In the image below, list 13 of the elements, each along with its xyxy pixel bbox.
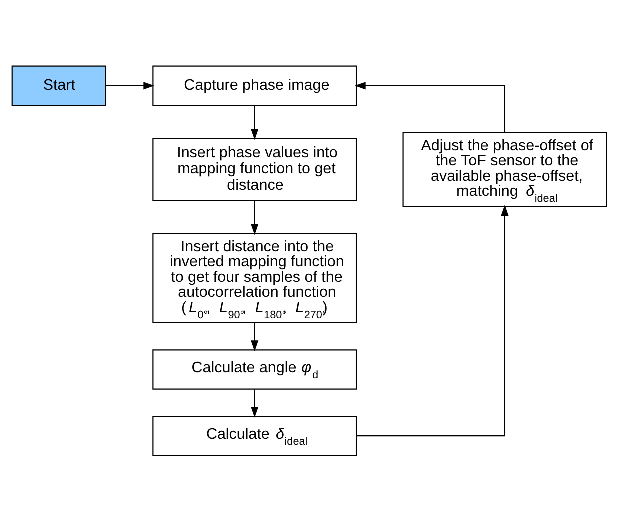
arrow	[354, 82, 506, 132]
node-box: Insert phase values into mapping function to get distance	[152, 138, 358, 202]
node-box: Adjust the phase-offset of the ToF sensor to the available phase-offset, matching δ$_{ideal}$	[402, 132, 608, 208]
arrow	[251, 200, 259, 236]
arrow	[356, 205, 509, 437]
node-box: Calculate angle φ$_{d}$	[152, 350, 358, 390]
arrow	[251, 323, 259, 352]
node-box: Capture phase image	[152, 66, 358, 106]
node-box: Calculate δ$_{ideal}$	[152, 416, 358, 456]
arrow	[106, 82, 155, 90]
arrow	[251, 390, 259, 418]
arrow	[251, 106, 259, 140]
node-box: Start	[12, 66, 106, 106]
